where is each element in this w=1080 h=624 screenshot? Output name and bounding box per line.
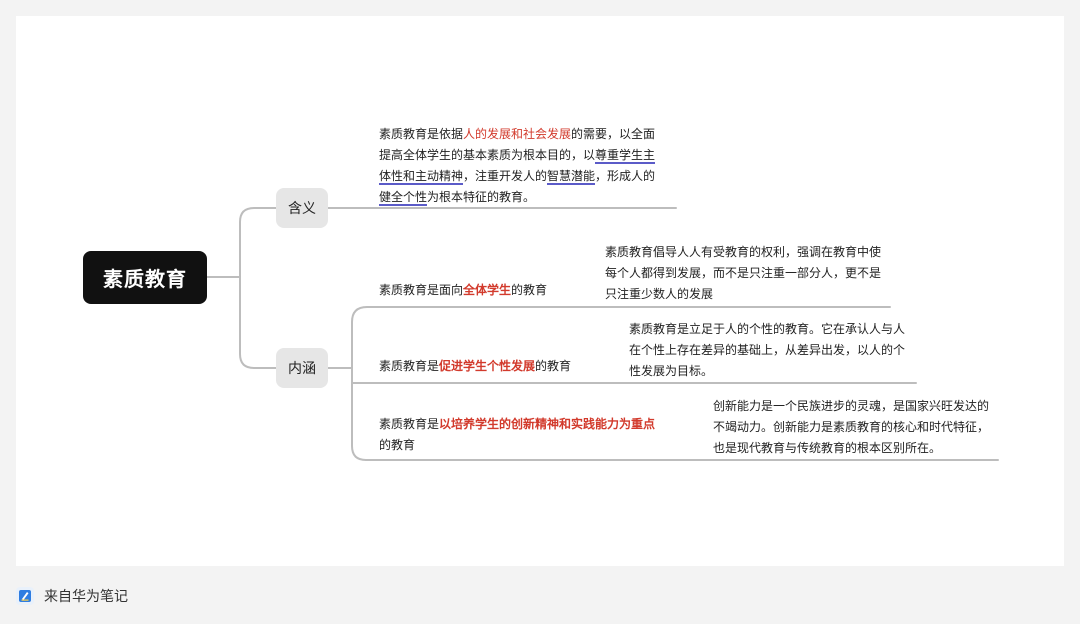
text-span: 的教育 bbox=[511, 283, 548, 297]
root-node[interactable]: 素质教育 bbox=[83, 251, 207, 304]
detail-line: 每个人都得到发展，而不是只注重一部分人，更不是 bbox=[605, 266, 882, 280]
underlined-span: 尊重学生主 bbox=[595, 148, 656, 164]
connotation-item-1[interactable]: 素质教育是面向全体学生的教育 bbox=[379, 280, 547, 301]
text-span: 的教育 bbox=[379, 438, 416, 452]
highlight-span: 促进学生个性发展 bbox=[439, 359, 536, 373]
footer-source[interactable]: 来自华为笔记 bbox=[16, 580, 128, 612]
text-span: 素质教育是 bbox=[379, 359, 440, 373]
meaning-line-1: 素质教育是依据人的发展和社会发展的需要，以全面 bbox=[379, 124, 655, 145]
branch-connotation[interactable]: 内涵 bbox=[276, 348, 328, 388]
connotation-item-2[interactable]: 素质教育是促进学生个性发展的教育 bbox=[379, 356, 571, 377]
meaning-line-3: 体性和主动精神，注重开发人的智慧潜能，形成人的 bbox=[379, 166, 655, 187]
connector-connotation-item1 bbox=[327, 306, 891, 369]
text-span: 提高全体学生的基本素质为根本目的，以 bbox=[379, 148, 596, 162]
text-span: 为根本特征的教育。 bbox=[427, 190, 536, 204]
text-span: 素质教育是依据 bbox=[379, 127, 464, 141]
text-span: 的需要，以全面 bbox=[571, 127, 656, 141]
connector-connotation-item3 bbox=[351, 367, 999, 461]
detail-line: 不竭动力。创新能力是素质教育的核心和时代特征， bbox=[713, 420, 990, 434]
footer-text: 来自华为笔记 bbox=[44, 589, 128, 605]
text-span: ，形成人的 bbox=[595, 169, 656, 183]
connector-root-connotation bbox=[239, 276, 277, 369]
text-span: ，注重开发人的 bbox=[463, 169, 548, 183]
meaning-line-4: 健全个性为根本特征的教育。 bbox=[379, 187, 655, 208]
connotation-item-3[interactable]: 素质教育是以培养学生的创新精神和实践能力为重点 的教育 bbox=[379, 414, 655, 456]
highlight-span: 人的发展和社会发展 bbox=[463, 127, 572, 141]
branch-meaning[interactable]: 含义 bbox=[276, 188, 328, 228]
detail-line: 性发展为目标。 bbox=[629, 364, 714, 378]
connotation-item-1-detail: 素质教育倡导人人有受教育的权利，强调在教育中使 每个人都得到发展，而不是只注重一… bbox=[605, 242, 881, 305]
underlined-span: 健全个性 bbox=[379, 190, 428, 206]
underlined-span: 体性和主动精神 bbox=[379, 169, 464, 185]
detail-line: 素质教育倡导人人有受教育的权利，强调在教育中使 bbox=[605, 245, 882, 259]
connotation-item-3-detail: 创新能力是一个民族进步的灵魂，是国家兴旺发达的 不竭动力。创新能力是素质教育的核… bbox=[713, 396, 989, 459]
underlined-span: 智慧潜能 bbox=[547, 169, 596, 185]
meaning-line-2: 提高全体学生的基本素质为根本目的，以尊重学生主 bbox=[379, 145, 656, 166]
connotation-item-2-detail: 素质教育是立足于人的个性的教育。它在承认人与人 在个性上存在差异的基础上，从差异… bbox=[629, 319, 905, 382]
detail-line: 也是现代教育与传统教育的根本区别所在。 bbox=[713, 441, 942, 455]
detail-line: 素质教育是立足于人的个性的教育。它在承认人与人 bbox=[629, 322, 906, 336]
text-span: 素质教育是 bbox=[379, 417, 440, 431]
detail-line: 只注重少数人的发展 bbox=[605, 287, 714, 301]
text-span: 素质教育是面向 bbox=[379, 283, 464, 297]
highlight-span: 以培养学生的创新精神和实践能力为重点 bbox=[439, 417, 656, 431]
highlight-span: 全体学生 bbox=[463, 283, 512, 297]
detail-line: 在个性上存在差异的基础上，从差异出发，以人的个 bbox=[629, 343, 906, 357]
notes-app-icon bbox=[16, 587, 34, 605]
detail-line: 创新能力是一个民族进步的灵魂，是国家兴旺发达的 bbox=[713, 399, 990, 413]
text-span: 的教育 bbox=[535, 359, 572, 373]
connector-root-meaning bbox=[239, 207, 277, 278]
meaning-text: 素质教育是依据人的发展和社会发展的需要，以全面 提高全体学生的基本素质为根本目的… bbox=[379, 124, 655, 208]
